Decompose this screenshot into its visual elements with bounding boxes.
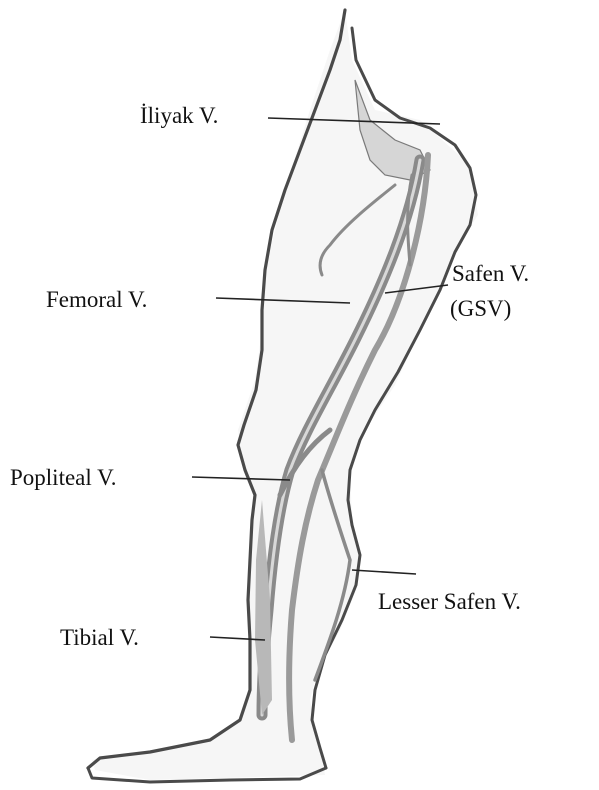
label-saphenous-gsv: (GSV) (450, 297, 511, 320)
label-lesser-saphenous-vein: Lesser Safen V. (378, 590, 521, 613)
leader-lesser-saphenous (352, 570, 416, 574)
label-popliteal-vein: Popliteal V. (10, 466, 117, 489)
label-tibial-vein: Tibial V. (60, 626, 139, 649)
label-saphenous-vein: Safen V. (452, 262, 529, 285)
label-femoral-vein: Femoral V. (46, 288, 147, 311)
label-iliac-vein: İliyak V. (140, 104, 218, 127)
